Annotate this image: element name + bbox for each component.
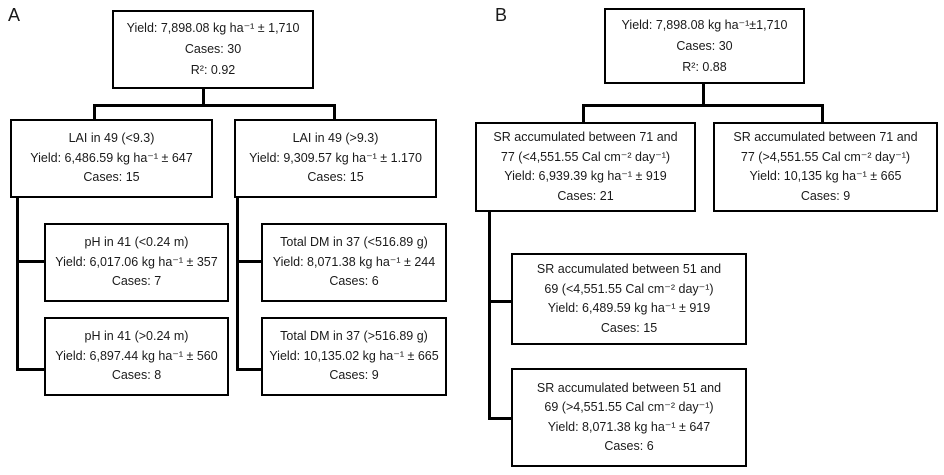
connector-a-left-elbow-1 [16, 260, 44, 263]
connector-a-branch-bar [93, 104, 336, 107]
tree-node-b-sr-51-69-low: SR accumulated between 51 and 69 (<4,551… [511, 253, 747, 345]
tree-node-a-ph-low: pH in 41 (<0.24 m) Yield: 6,017.06 kg ha… [44, 223, 229, 302]
connector-b-root-stem [702, 83, 705, 106]
tree-node-a-ph-high-text: pH in 41 (>0.24 m) Yield: 6,897.44 kg ha… [55, 329, 218, 383]
tree-node-a-root: Yield: 7,898.08 kg ha⁻¹ ± 1,710 Cases: 3… [112, 10, 314, 89]
panel-b-label: B [495, 5, 508, 25]
connector-a-right-drop [333, 104, 336, 119]
connector-b-branch-bar [582, 104, 824, 107]
connector-b-right-drop [821, 104, 824, 122]
tree-node-b-sr-51-69-high-text: SR accumulated between 51 and 69 (>4,551… [536, 380, 722, 454]
tree-node-a-lai-high: LAI in 49 (>9.3) Yield: 9,309.57 kg ha⁻¹… [234, 119, 437, 198]
tree-node-a-root-text: Yield: 7,898.08 kg ha⁻¹ ± 1,710 Cases: 3… [126, 21, 300, 77]
tree-node-a-lai-high-text: LAI in 49 (>9.3) Yield: 9,309.57 kg ha⁻¹… [249, 131, 422, 185]
connector-b-left-drop [582, 104, 585, 122]
tree-node-b-sr-51-69-low-text: SR accumulated between 51 and 69 (<4,551… [536, 262, 722, 335]
panel-a-label: A [8, 5, 21, 25]
tree-node-a-total-dm-high: Total DM in 37 (>516.89 g) Yield: 10,135… [261, 317, 447, 396]
tree-node-a-ph-high: pH in 41 (>0.24 m) Yield: 6,897.44 kg ha… [44, 317, 229, 396]
tree-node-a-total-dm-low-text: Total DM in 37 (<516.89 g) Yield: 8,071.… [272, 235, 436, 289]
connector-a-left-drop [93, 104, 96, 119]
connector-a-root-stem [202, 88, 205, 106]
connector-b-left-subtree-vertical [488, 211, 491, 420]
connector-a-right-subtree-vertical [236, 197, 239, 371]
connector-b-left-elbow-1 [488, 300, 511, 303]
connector-a-left-subtree-vertical [16, 197, 19, 371]
connector-a-right-elbow-2 [236, 368, 261, 371]
tree-node-a-lai-low: LAI in 49 (<9.3) Yield: 6,486.59 kg ha⁻¹… [10, 119, 213, 198]
connector-a-right-elbow-1 [236, 260, 261, 263]
tree-node-b-root-text: Yield: 7,898.08 kg ha⁻¹±1,710 Cases: 30 … [621, 17, 788, 74]
tree-node-b-sr-71-77-low-text: SR accumulated between 71 and 77 (<4,551… [493, 130, 678, 203]
tree-node-a-ph-low-text: pH in 41 (<0.24 m) Yield: 6,017.06 kg ha… [55, 235, 218, 289]
tree-node-b-sr-71-77-low: SR accumulated between 71 and 77 (<4,551… [475, 122, 696, 212]
connector-b-left-elbow-2 [488, 417, 511, 420]
tree-node-a-lai-low-text: LAI in 49 (<9.3) Yield: 6,486.59 kg ha⁻¹… [30, 131, 193, 185]
connector-a-left-elbow-2 [16, 368, 44, 371]
tree-node-a-total-dm-high-text: Total DM in 37 (>516.89 g) Yield: 10,135… [269, 329, 439, 383]
tree-node-b-sr-71-77-high: SR accumulated between 71 and 77 (>4,551… [713, 122, 938, 212]
tree-node-b-sr-71-77-high-text: SR accumulated between 71 and 77 (>4,551… [733, 130, 918, 203]
tree-node-b-sr-51-69-high: SR accumulated between 51 and 69 (>4,551… [511, 368, 747, 467]
tree-node-a-total-dm-low: Total DM in 37 (<516.89 g) Yield: 8,071.… [261, 223, 447, 302]
tree-node-b-root: Yield: 7,898.08 kg ha⁻¹±1,710 Cases: 30 … [604, 8, 805, 84]
